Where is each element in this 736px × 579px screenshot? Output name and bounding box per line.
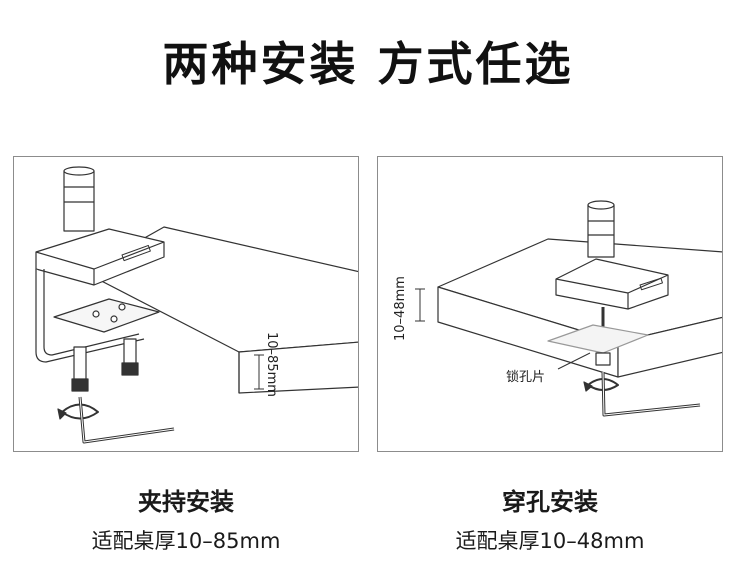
grommet-illustration-panel: 10–48mm 锁孔片: [377, 156, 723, 452]
rotation-arrow: [61, 403, 99, 420]
thickness-label: 10–85mm: [264, 332, 279, 397]
page-headline: 两种安装 方式任选: [162, 37, 574, 91]
clamp-illustration-panel: 10–85mm: [13, 156, 359, 452]
grommet-subtitle: 适配桌厚10–48mm: [455, 529, 645, 553]
lock-plate-label: 锁孔片: [506, 369, 545, 385]
allen-key: [601, 371, 701, 417]
thickness-label: 10–48mm: [393, 276, 408, 341]
grommet-base-block: [555, 258, 669, 310]
clamp-subtitle: 适配桌厚10–85mm: [91, 529, 281, 553]
allen-key: [78, 396, 175, 444]
grommet-title: 穿孔安装: [502, 488, 598, 516]
clamp-title: 夹持安装: [138, 488, 234, 516]
mount-pole: [63, 170, 95, 232]
lock-plate: [547, 324, 649, 354]
rotation-arrow: [587, 378, 619, 391]
clamp-pressure-plate: [53, 298, 160, 333]
grommet-illustration: 10–48mm 锁孔片: [393, 200, 722, 417]
clamp-illustration: 10–85mm: [35, 166, 358, 444]
mount-pole: [587, 204, 615, 258]
